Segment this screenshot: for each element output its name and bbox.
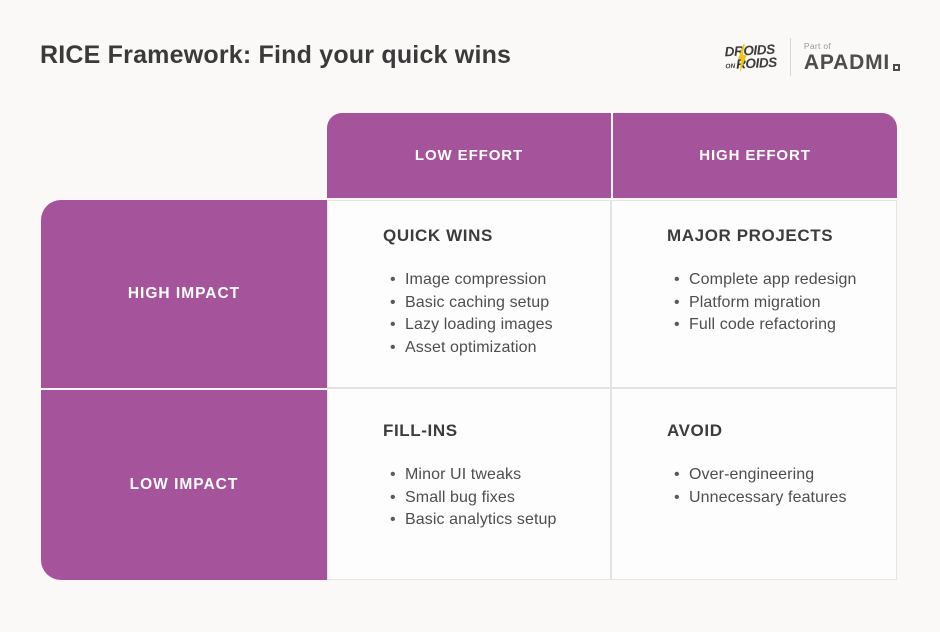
droids-logo-on: ON bbox=[725, 61, 736, 70]
bullet-item: Basic analytics setup bbox=[383, 509, 596, 532]
droids-on-roids-logo: DROIDS ONROIDS bbox=[725, 41, 778, 73]
page-title: RICE Framework: Find your quick wins bbox=[40, 41, 512, 69]
column-header-low-effort: LOW EFFORT bbox=[327, 113, 613, 198]
bullet-item: Image compression bbox=[383, 269, 596, 292]
bullet-item: Complete app redesign bbox=[667, 269, 882, 292]
quadrant-title: QUICK WINS bbox=[383, 226, 493, 245]
lightning-bolt-icon bbox=[738, 43, 748, 73]
bullet-item: Full code refactoring bbox=[667, 314, 882, 337]
apadmi-logo: Part of APADMI bbox=[804, 41, 900, 73]
quadrant-item-list: Image compressionBasic caching setupLazy… bbox=[383, 269, 596, 359]
quadrant-grid: QUICK WINS Image compressionBasic cachin… bbox=[327, 200, 897, 580]
bullet-item: Minor UI tweaks bbox=[383, 464, 596, 487]
row-header-low-impact: LOW IMPACT bbox=[41, 390, 327, 580]
bullet-item: Lazy loading images bbox=[383, 314, 596, 337]
quadrant-major-projects: MAJOR PROJECTS Complete app redesignPlat… bbox=[612, 201, 896, 389]
bullet-item: Over-engineering bbox=[667, 464, 882, 487]
quadrant-quick-wins: QUICK WINS Image compressionBasic cachin… bbox=[328, 201, 612, 389]
column-header-high-effort: HIGH EFFORT bbox=[699, 147, 811, 164]
quadrant-title: FILL-INS bbox=[383, 421, 458, 440]
quadrant-avoid: AVOID Over-engineeringUnnecessary featur… bbox=[612, 389, 896, 579]
apadmi-wordmark: APADMI bbox=[804, 52, 900, 73]
bullet-item: Platform migration bbox=[667, 292, 882, 315]
bullet-item: Small bug fixes bbox=[383, 487, 596, 510]
quadrant-fill-ins: FILL-INS Minor UI tweaksSmall bug fixesB… bbox=[328, 389, 612, 579]
row-header-high-impact: HIGH IMPACT bbox=[41, 200, 327, 388]
quadrant-title: MAJOR PROJECTS bbox=[667, 226, 834, 245]
apadmi-name: APADMI bbox=[803, 51, 890, 74]
quadrant-title: AVOID bbox=[667, 421, 723, 440]
droids-logo-line2: ONROIDS bbox=[725, 54, 778, 73]
quadrant-item-list: Complete app redesignPlatform migrationF… bbox=[667, 269, 882, 337]
quadrant-item-list: Minor UI tweaksSmall bug fixesBasic anal… bbox=[383, 464, 596, 532]
effort-column-headers: LOW EFFORT HIGH EFFORT bbox=[327, 113, 897, 198]
bullet-item: Basic caching setup bbox=[383, 292, 596, 315]
apadmi-square-mark-icon bbox=[893, 64, 900, 71]
apadmi-partof-label: Part of bbox=[803, 41, 832, 51]
quadrant-item-list: Over-engineeringUnnecessary features bbox=[667, 464, 882, 509]
bullet-item: Asset optimization bbox=[383, 337, 596, 360]
brand-divider bbox=[789, 38, 791, 76]
brand-lockup: DROIDS ONROIDS Part of APADMI bbox=[725, 38, 900, 76]
bullet-item: Unnecessary features bbox=[667, 487, 882, 510]
